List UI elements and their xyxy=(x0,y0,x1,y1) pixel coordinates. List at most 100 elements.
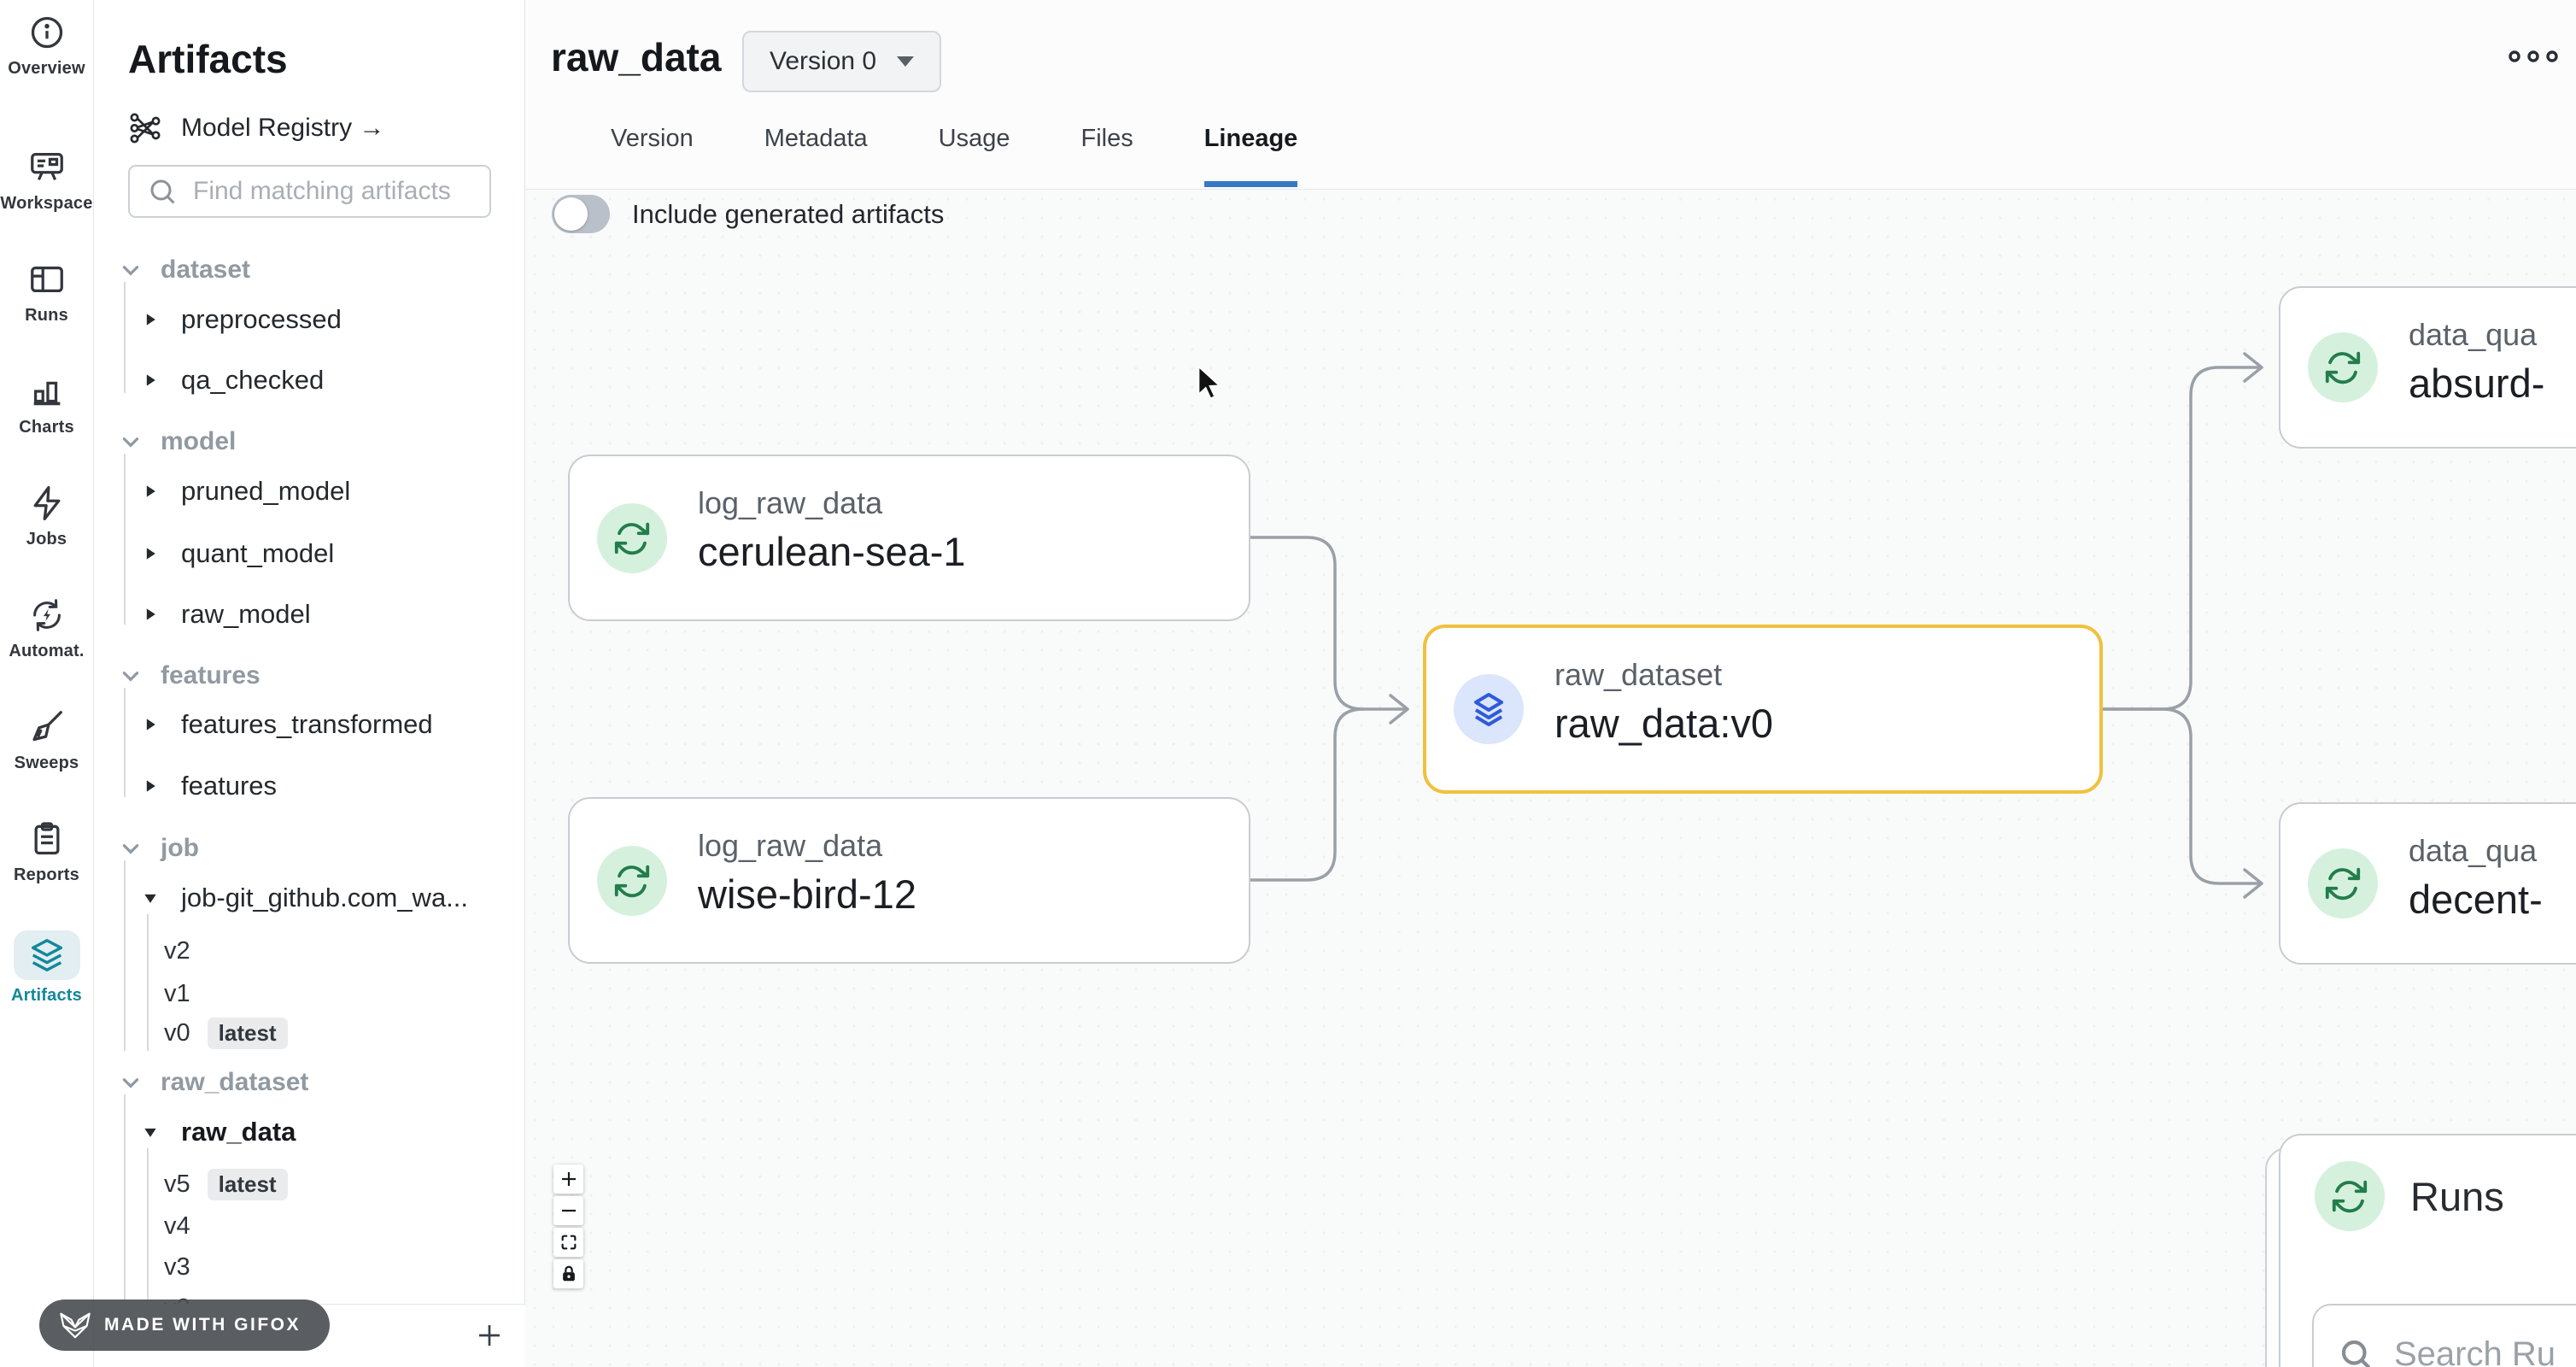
main-panel: raw_data Version 0 Version Metadata Usag… xyxy=(525,0,2576,1367)
tab-usage[interactable]: Usage xyxy=(938,125,1010,152)
tab-lineage[interactable]: Lineage xyxy=(1203,109,1297,187)
runs-table-icon xyxy=(26,259,67,300)
caret-right-icon xyxy=(142,716,159,733)
rail-label: Charts xyxy=(19,418,74,437)
version-row[interactable]: v0 latest xyxy=(164,1014,288,1052)
rail-item-sweeps[interactable]: Sweeps xyxy=(0,707,93,773)
lineage-canvas[interactable]: Include generated artifacts log_raw_data… xyxy=(525,190,2576,1367)
tree-group-raw-dataset[interactable]: raw_dataset xyxy=(120,1064,308,1101)
automations-icon xyxy=(26,595,67,636)
runs-group-panel[interactable]: Runs xyxy=(2279,1134,2576,1367)
sidebar-title: Artifacts xyxy=(128,37,288,81)
chevron-down-icon xyxy=(897,56,915,67)
tab-files[interactable]: Files xyxy=(1080,125,1133,152)
version-row[interactable]: v1 xyxy=(164,979,190,1007)
runs-panel-header: Runs xyxy=(2315,1161,2504,1231)
artifact-layers-icon xyxy=(1454,674,1524,744)
tree-group-dataset[interactable]: dataset xyxy=(120,251,250,289)
chevron-down-icon xyxy=(120,665,142,687)
runs-search-box[interactable] xyxy=(2312,1304,2576,1367)
artifact-search-input[interactable] xyxy=(193,177,466,206)
tree-item[interactable]: features xyxy=(142,767,277,805)
caret-right-icon xyxy=(142,311,159,328)
rail-label: Workspace xyxy=(0,194,93,213)
add-artifact-button[interactable] xyxy=(472,1318,506,1352)
tree-guide xyxy=(124,860,126,1051)
clipboard-icon xyxy=(26,818,67,860)
artifact-node-raw-data-v0[interactable]: raw_dataset raw_data:v0 xyxy=(1423,625,2103,794)
run-icon xyxy=(597,845,667,916)
tree-item[interactable]: quant_model xyxy=(142,535,334,572)
lock-button[interactable] xyxy=(553,1259,583,1288)
rail-label: Sweeps xyxy=(14,754,79,772)
run-node-cerulean-sea-1[interactable]: log_raw_data cerulean-sea-1 xyxy=(568,455,1250,621)
tree-item[interactable]: qa_checked xyxy=(142,361,324,399)
tree-group-job[interactable]: job xyxy=(120,830,199,867)
lineage-edges xyxy=(1249,352,2263,899)
latest-badge: latest xyxy=(207,1168,288,1200)
active-pill xyxy=(13,930,80,980)
broom-icon xyxy=(26,707,67,748)
tab-metadata[interactable]: Metadata xyxy=(764,125,868,152)
tree-guide xyxy=(124,688,126,797)
rail-item-overview[interactable]: Overview xyxy=(0,12,93,79)
bar-chart-icon xyxy=(26,371,67,412)
caret-right-icon xyxy=(142,545,159,562)
chevron-down-icon xyxy=(120,431,142,453)
artifact-search-box[interactable] xyxy=(128,165,491,218)
runs-search-input[interactable] xyxy=(2394,1335,2576,1367)
rail-item-charts[interactable]: Charts xyxy=(0,371,93,437)
rail-item-reports[interactable]: Reports xyxy=(0,818,93,885)
caret-down-icon xyxy=(142,1124,159,1141)
rail-item-artifacts[interactable]: Artifacts xyxy=(0,930,93,1006)
tree-guide xyxy=(124,282,126,393)
lightning-icon xyxy=(26,483,67,524)
gifox-text: MADE WITH GIFOX xyxy=(104,1315,301,1335)
chevron-down-icon xyxy=(120,837,142,860)
info-icon xyxy=(26,12,67,53)
more-options-icon[interactable] xyxy=(2507,48,2560,65)
chevron-down-icon xyxy=(120,259,142,281)
tree-guide xyxy=(124,1094,126,1304)
tree-item[interactable]: pruned_model xyxy=(142,472,350,510)
version-row[interactable]: v2 xyxy=(164,1289,190,1305)
tree-group-features[interactable]: features xyxy=(120,657,261,695)
run-node-absurd[interactable]: data_qua absurd- xyxy=(2279,286,2576,449)
version-row[interactable]: v2 xyxy=(164,936,190,965)
tree-item-expanded[interactable]: job-git_github.com_wa... xyxy=(142,879,468,917)
latest-badge: latest xyxy=(207,1017,288,1049)
tree-item-selected[interactable]: raw_data xyxy=(142,1113,296,1151)
tree-item[interactable]: raw_model xyxy=(142,595,311,633)
fit-view-button[interactable] xyxy=(553,1228,583,1257)
caret-right-icon xyxy=(142,372,159,389)
generated-artifacts-toggle-row: Include generated artifacts xyxy=(552,195,944,233)
run-node-decent[interactable]: data_qua decent- xyxy=(2279,802,2576,965)
caret-down-icon xyxy=(142,889,159,906)
artifact-tabs: Version Metadata Usage Files Lineage xyxy=(611,109,1297,187)
zoom-out-button[interactable] xyxy=(553,1196,583,1225)
tree-guide xyxy=(124,454,126,625)
include-generated-toggle[interactable] xyxy=(552,195,610,233)
zoom-in-button[interactable] xyxy=(553,1165,583,1194)
artifacts-sidebar: Artifacts Model Registry → dataset prepr… xyxy=(94,0,525,1367)
version-row[interactable]: v3 xyxy=(164,1253,190,1281)
rail-item-workspace[interactable]: Workspace xyxy=(0,147,93,214)
version-row[interactable]: v4 xyxy=(164,1212,190,1240)
tree-item[interactable]: preprocessed xyxy=(142,301,342,338)
rail-item-runs[interactable]: Runs xyxy=(0,259,93,326)
version-row[interactable]: v5 latest xyxy=(164,1165,288,1203)
chevron-down-icon xyxy=(120,1071,142,1094)
run-node-wise-bird-12[interactable]: log_raw_data wise-bird-12 xyxy=(568,797,1250,964)
rail-item-automations[interactable]: Automat. xyxy=(0,595,93,661)
tree-item[interactable]: features_transformed xyxy=(142,706,433,743)
tree-group-model[interactable]: model xyxy=(120,423,236,461)
rail-label: Reports xyxy=(14,865,79,884)
tab-version[interactable]: Version xyxy=(611,125,694,152)
version-dropdown[interactable]: Version 0 xyxy=(742,31,942,92)
rail-label: Runs xyxy=(25,306,68,325)
rail-item-jobs[interactable]: Jobs xyxy=(0,483,93,549)
gifox-watermark: MADE WITH GIFOX xyxy=(39,1300,330,1351)
nav-rail: Overview Workspace Runs Charts Jobs Auto… xyxy=(0,0,94,1367)
model-registry-link[interactable]: Model Registry → xyxy=(128,111,384,145)
toggle-label: Include generated artifacts xyxy=(632,198,945,229)
